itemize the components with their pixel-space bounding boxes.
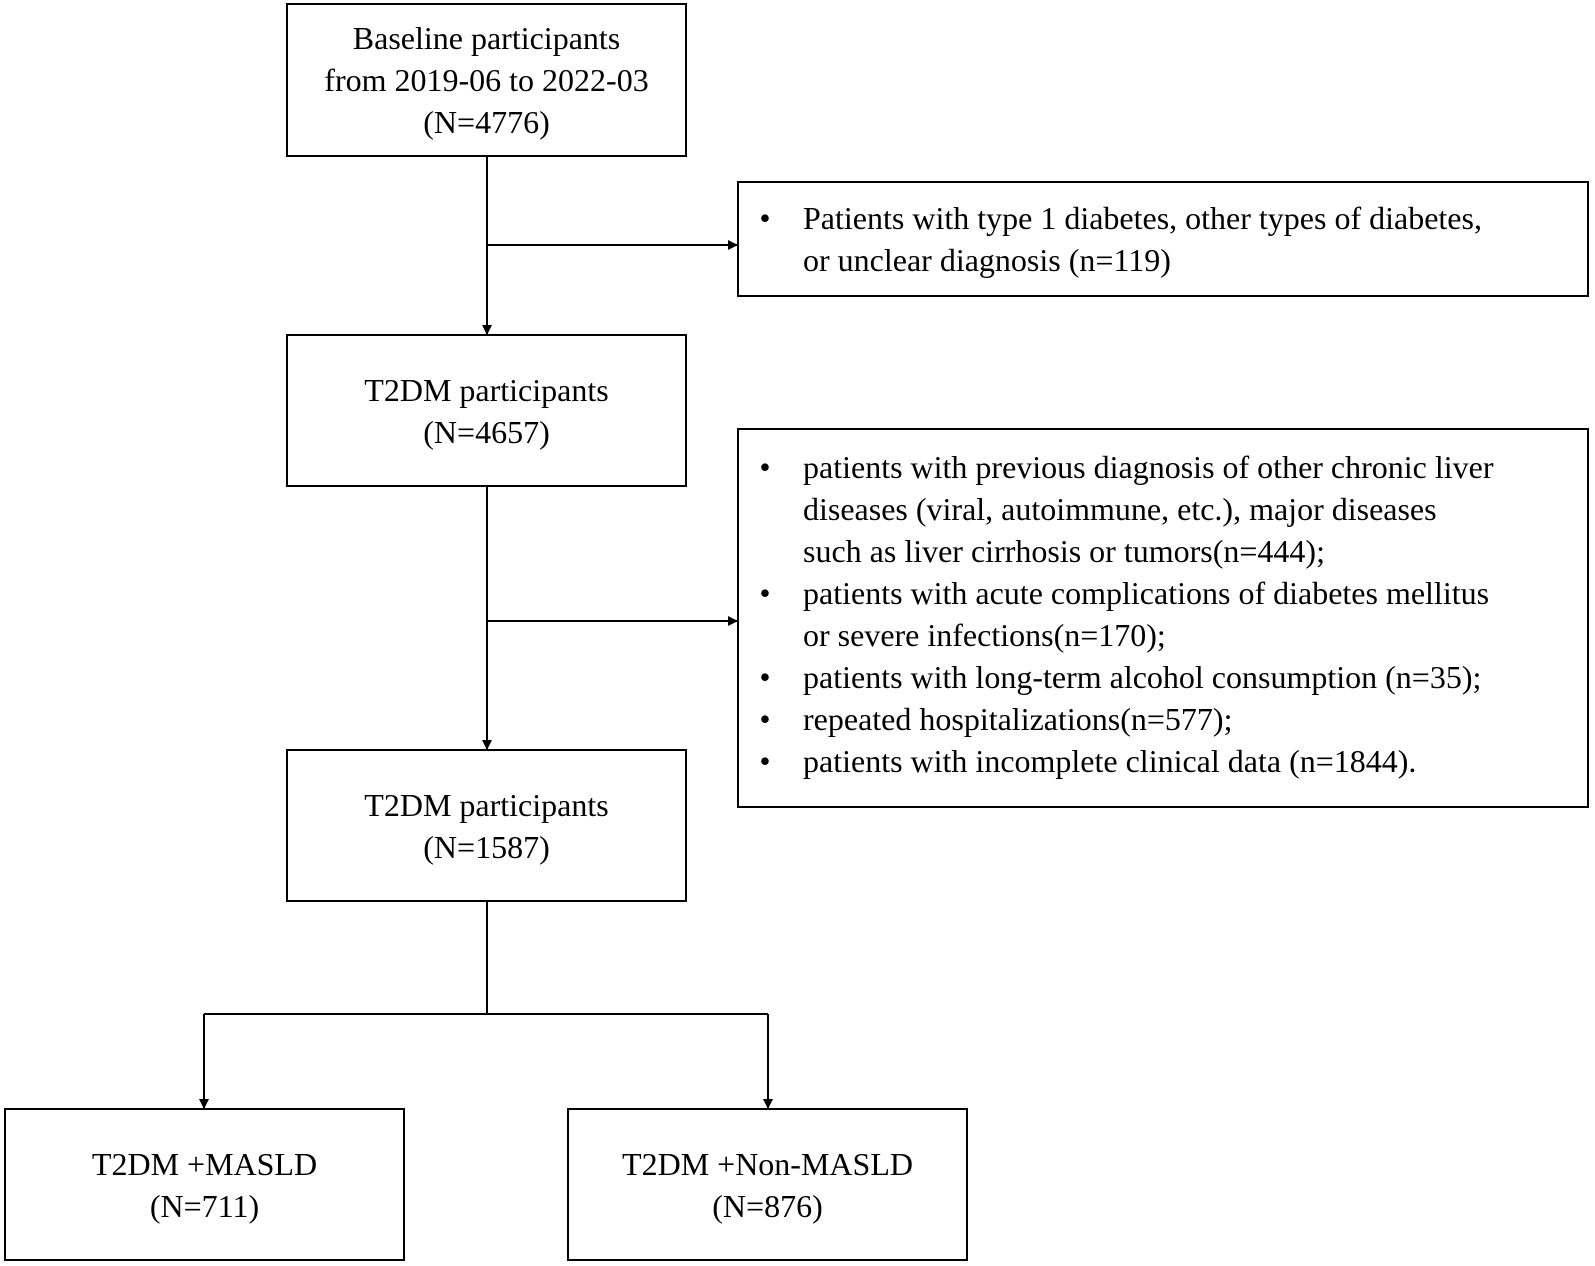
exclusion-2-item-1-line-1: patients with previous diagnosis of othe… (803, 449, 1494, 485)
exclusion-2-item-3-line-1: patients with long-term alcohol consumpt… (803, 659, 1482, 695)
bullet-icon: • (759, 659, 771, 695)
t2dm-masld-box: T2DM +MASLD (N=711) (4, 1108, 405, 1261)
bullet-icon: • (759, 449, 771, 485)
baseline-count: (N=4776) (423, 104, 550, 140)
exclusion-2-item-3: • patients with long-term alcohol consum… (739, 656, 1587, 698)
exclusion-2-item-5: • patients with incomplete clinical data… (739, 740, 1587, 782)
exclusion-2-item-1-line-3: such as liver cirrhosis or tumors(n=444)… (803, 533, 1325, 569)
exclusion-box-1: • Patients with type 1 diabetes, other t… (737, 181, 1589, 297)
exclusion-2-item-4-line-1: repeated hospitalizations(n=577); (803, 701, 1233, 737)
bullet-icon: • (759, 575, 771, 611)
exclusion-box-2: • patients with previous diagnosis of ot… (737, 428, 1589, 808)
bullet-icon: • (759, 200, 771, 236)
t2dm-masld-label: T2DM +MASLD (91, 1145, 318, 1182)
t2dm-non-masld-count: (N=876) (712, 1187, 823, 1224)
bullet-icon: • (759, 743, 771, 779)
t2dm-4657-label: T2DM participants (364, 371, 609, 408)
t2dm-4657-count: (N=4657) (423, 413, 550, 450)
exclusion-2-item-2: • patients with acute complications of d… (739, 572, 1587, 656)
exclusion-2-item-5-line-1: patients with incomplete clinical data (… (803, 743, 1417, 779)
t2dm-1587-box: T2DM participants (N=1587) (286, 749, 687, 902)
bullet-icon: • (759, 701, 771, 737)
exclusion-2-item-1-line-2: diseases (viral, autoimmune, etc.), majo… (803, 491, 1437, 527)
t2dm-non-masld-label: T2DM +Non-MASLD (622, 1145, 913, 1182)
exclusion-2-item-2-line-1: patients with acute complications of dia… (803, 575, 1490, 611)
exclusion-2-item-4: • repeated hospitalizations(n=577); (739, 698, 1587, 740)
baseline-line-1: Baseline participants (352, 20, 621, 56)
t2dm-1587-label: T2DM participants (364, 786, 609, 823)
exclusion-2-item-1: • patients with previous diagnosis of ot… (739, 446, 1587, 572)
t2dm-masld-count: (N=711) (149, 1187, 260, 1224)
t2dm-1587-count: (N=1587) (423, 828, 550, 865)
exclusion-2-item-2-line-2: or severe infections(n=170); (803, 617, 1166, 653)
exclusion-1-item: • Patients with type 1 diabetes, other t… (739, 197, 1587, 281)
baseline-participants-box: Baseline participants from 2019-06 to 20… (286, 3, 687, 157)
exclusion-1-item-line-2: or unclear diagnosis (n=119) (803, 242, 1171, 278)
t2dm-non-masld-box: T2DM +Non-MASLD (N=876) (567, 1108, 968, 1261)
t2dm-4657-box: T2DM participants (N=4657) (286, 334, 687, 487)
exclusion-1-item-line-1: Patients with type 1 diabetes, other typ… (803, 200, 1482, 236)
baseline-line-2: from 2019-06 to 2022-03 (324, 62, 649, 98)
